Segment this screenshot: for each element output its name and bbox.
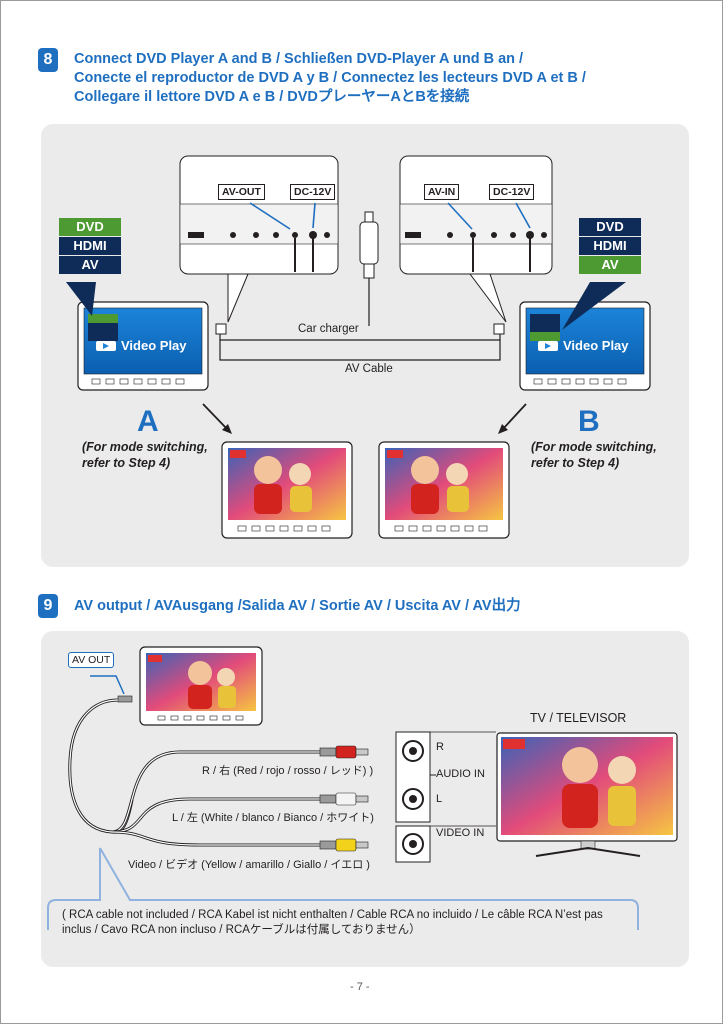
av-cable bbox=[219, 340, 501, 361]
mode-note-line: refer to Step 4) bbox=[531, 456, 620, 470]
car-charger-cable bbox=[219, 330, 501, 341]
step-8-title-line: Conecte el reproductor de DVD A y B / Co… bbox=[74, 70, 586, 86]
jack-audio-in-label: AUDIO IN bbox=[436, 768, 485, 780]
av-source-player bbox=[139, 646, 263, 726]
player-a-screen-text: Video Play bbox=[121, 338, 187, 353]
step-8-title: Connect DVD Player A and B / Schließen D… bbox=[74, 50, 586, 107]
jack-l-label: L bbox=[436, 793, 443, 805]
cable-video-label: Video / ビデオ (Yellow / amarillo / Giallo … bbox=[128, 859, 370, 871]
av-out-label: AV OUT bbox=[68, 652, 115, 668]
footnote-line: ( RCA cable not included / RCA Kabel ist… bbox=[62, 909, 603, 921]
av-cable-label: AV Cable bbox=[345, 363, 393, 375]
player-a-source-menu: DVD HDMI AV bbox=[59, 218, 121, 275]
rca-plug-red bbox=[319, 745, 369, 759]
tv-label: TV / TELEVISOR bbox=[530, 711, 627, 725]
av-in-port-label: AV-IN bbox=[424, 184, 460, 200]
player-a-letter: A bbox=[137, 405, 159, 438]
car-charger-plug bbox=[359, 211, 379, 326]
player-b-playing bbox=[378, 441, 510, 539]
menu-a-item-dvd: DVD bbox=[59, 218, 121, 236]
car-charger-label: Car charger bbox=[298, 323, 359, 335]
player-a-mode-note: (For mode switching, refer to Step 4) bbox=[82, 439, 208, 471]
step-8-badge: 8 bbox=[38, 48, 58, 72]
cable-r-label: R / 右 (Red / rojo / rosso / レッド) ) bbox=[202, 765, 374, 777]
mode-note-line: (For mode switching, bbox=[531, 440, 657, 454]
step-9-title: AV output / AVAusgang /Salida AV / Sorti… bbox=[74, 598, 521, 614]
player-b-screen-text: Video Play bbox=[563, 338, 629, 353]
rca-plug-white bbox=[319, 792, 369, 806]
mode-note-line: refer to Step 4) bbox=[82, 456, 171, 470]
television bbox=[496, 732, 678, 857]
step-9-badge: 9 bbox=[38, 594, 58, 618]
player-a bbox=[66, 282, 209, 391]
dc-12v-port-label-a: DC-12V bbox=[290, 184, 336, 200]
menu-b-item-dvd: DVD bbox=[579, 218, 641, 236]
rca-footnote: ( RCA cable not included / RCA Kabel ist… bbox=[62, 908, 662, 938]
page-number: - 7 - bbox=[350, 981, 370, 993]
menu-a-item-hdmi: HDMI bbox=[59, 237, 121, 255]
footnote-line: inclus / Cavo RCA non incluso / RCAケーブルは… bbox=[62, 924, 421, 936]
player-b-mode-note: (For mode switching, refer to Step 4) bbox=[531, 439, 657, 471]
player-b-letter: B bbox=[578, 405, 600, 438]
rca-plug-yellow bbox=[319, 838, 369, 852]
player-b-source-menu: DVD HDMI AV bbox=[579, 218, 641, 275]
dc-12v-port-label-b: DC-12V bbox=[489, 184, 535, 200]
player-a-playing bbox=[221, 441, 353, 539]
player-b bbox=[519, 282, 651, 391]
av-out-port-label: AV-OUT bbox=[218, 184, 265, 200]
jack-video-in-label: VIDEO IN bbox=[436, 827, 485, 839]
mode-note-line: (For mode switching, bbox=[82, 440, 208, 454]
cable-l-label: L / 左 (White / blanco / Bianco / ホワイト) bbox=[172, 812, 374, 824]
jack-r-label: R bbox=[436, 741, 444, 753]
tv-input-jacks bbox=[395, 731, 496, 863]
menu-b-item-hdmi: HDMI bbox=[579, 237, 641, 255]
step-8-title-line: Collegare il lettore DVD A e B / DVDプレーヤ… bbox=[74, 89, 470, 105]
menu-a-item-av: AV bbox=[59, 256, 121, 274]
step-8-title-line: Connect DVD Player A and B / Schließen D… bbox=[74, 51, 524, 67]
menu-b-item-av: AV bbox=[579, 256, 641, 274]
